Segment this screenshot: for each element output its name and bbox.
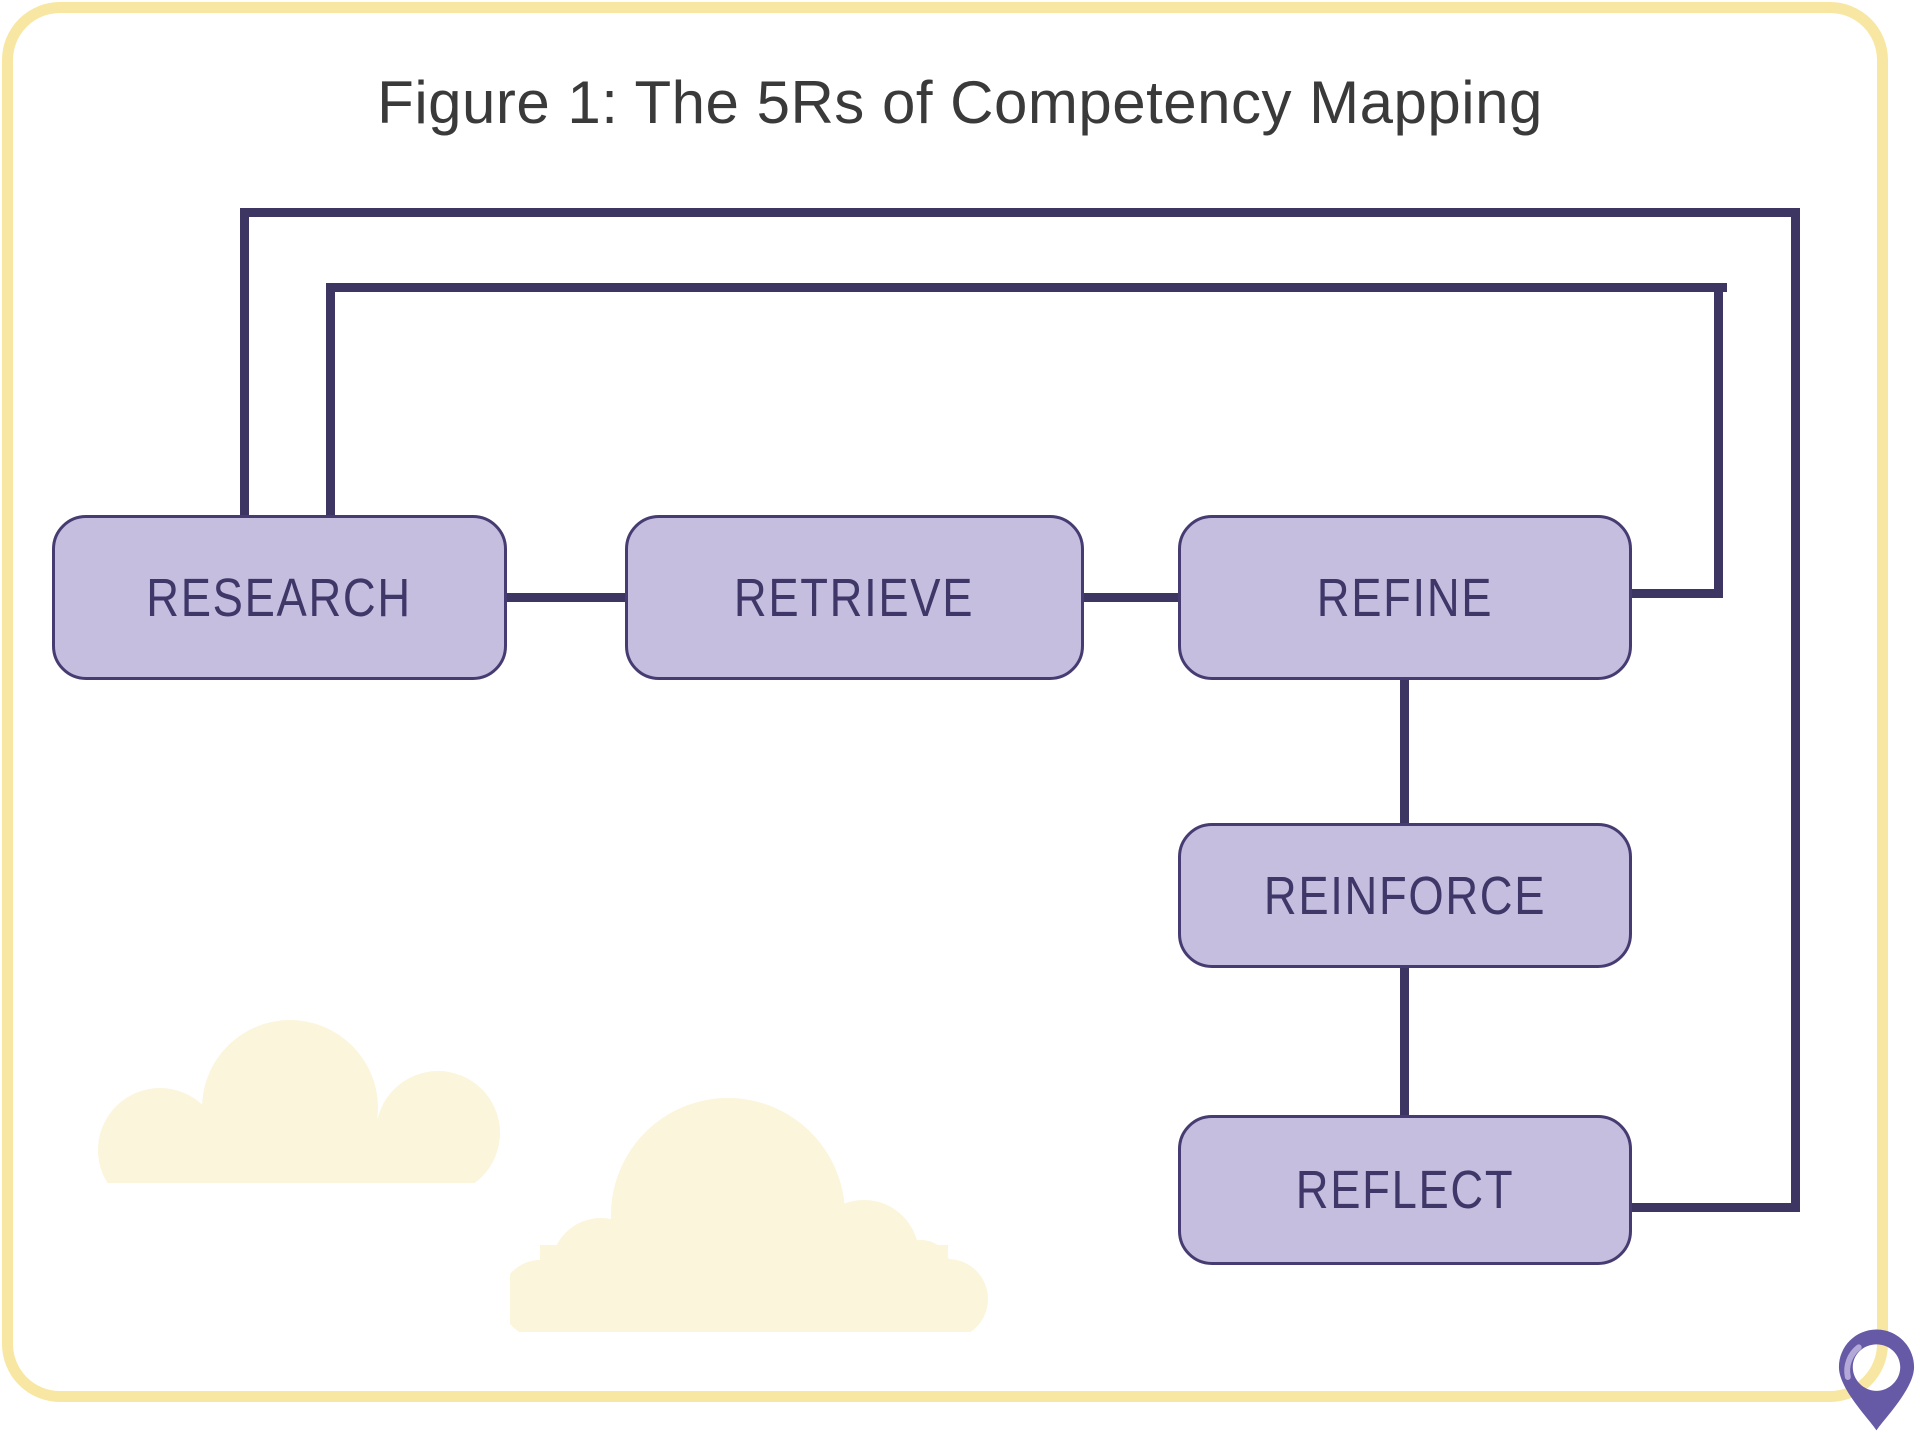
node-reinforce: REINFORCE xyxy=(1178,823,1632,968)
edge-refine-right-stub xyxy=(1632,589,1723,598)
edge-reflect-right xyxy=(1632,1203,1800,1212)
node-refine-label: REFINE xyxy=(1316,567,1494,628)
edge-reinforce-reflect xyxy=(1400,966,1409,1117)
node-retrieve-label: RETRIEVE xyxy=(734,567,975,628)
edge-outer-loop-top xyxy=(240,208,1800,217)
edge-outer-loop-right xyxy=(1791,208,1800,1212)
node-reflect: REFLECT xyxy=(1178,1115,1632,1265)
decorative-frame xyxy=(2,2,1888,1402)
map-pin-icon xyxy=(1838,1329,1915,1431)
node-research-label: RESEARCH xyxy=(146,567,413,628)
edge-inner-loop-top xyxy=(326,283,1727,292)
node-reinforce-label: REINFORCE xyxy=(1263,865,1547,926)
edge-research-retrieve xyxy=(505,593,627,602)
figure-title: Figure 1: The 5Rs of Competency Mapping xyxy=(377,69,1543,136)
edge-inner-loop-right xyxy=(1714,283,1723,598)
node-retrieve: RETRIEVE xyxy=(625,515,1084,680)
node-refine: REFINE xyxy=(1178,515,1632,680)
edge-retrieve-refine xyxy=(1082,593,1180,602)
edge-refine-reinforce xyxy=(1400,678,1409,825)
node-research: RESEARCH xyxy=(52,515,507,680)
node-reflect-label: REFLECT xyxy=(1295,1160,1515,1220)
edge-outer-loop-left xyxy=(240,212,249,517)
edge-inner-loop-left xyxy=(326,287,335,517)
cloud-left xyxy=(98,1020,500,1183)
cloud-center xyxy=(510,1098,988,1332)
